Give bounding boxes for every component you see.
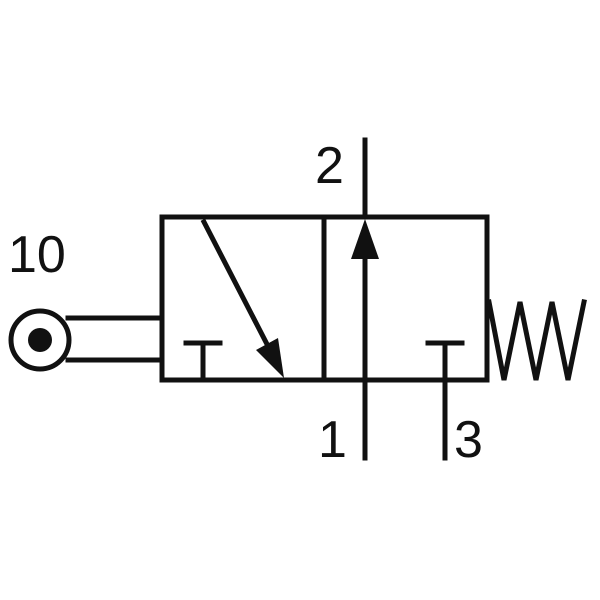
flow-arrow-icon	[200, 218, 284, 378]
blocked-port-icon	[183, 340, 223, 383]
spring-return-icon	[486, 299, 587, 381]
blocked-port-icon	[425, 340, 465, 383]
right-envelope	[351, 219, 465, 383]
port-label-outlet: 2	[315, 137, 344, 195]
port-label-supply: 1	[318, 411, 347, 469]
valve-body	[159, 214, 490, 383]
roller-actuator-icon	[8, 308, 165, 372]
port-label-actuator: 10	[8, 226, 66, 284]
left-envelope	[183, 218, 284, 383]
flow-arrow-icon	[351, 219, 379, 383]
port-label-exhaust: 3	[454, 411, 483, 469]
